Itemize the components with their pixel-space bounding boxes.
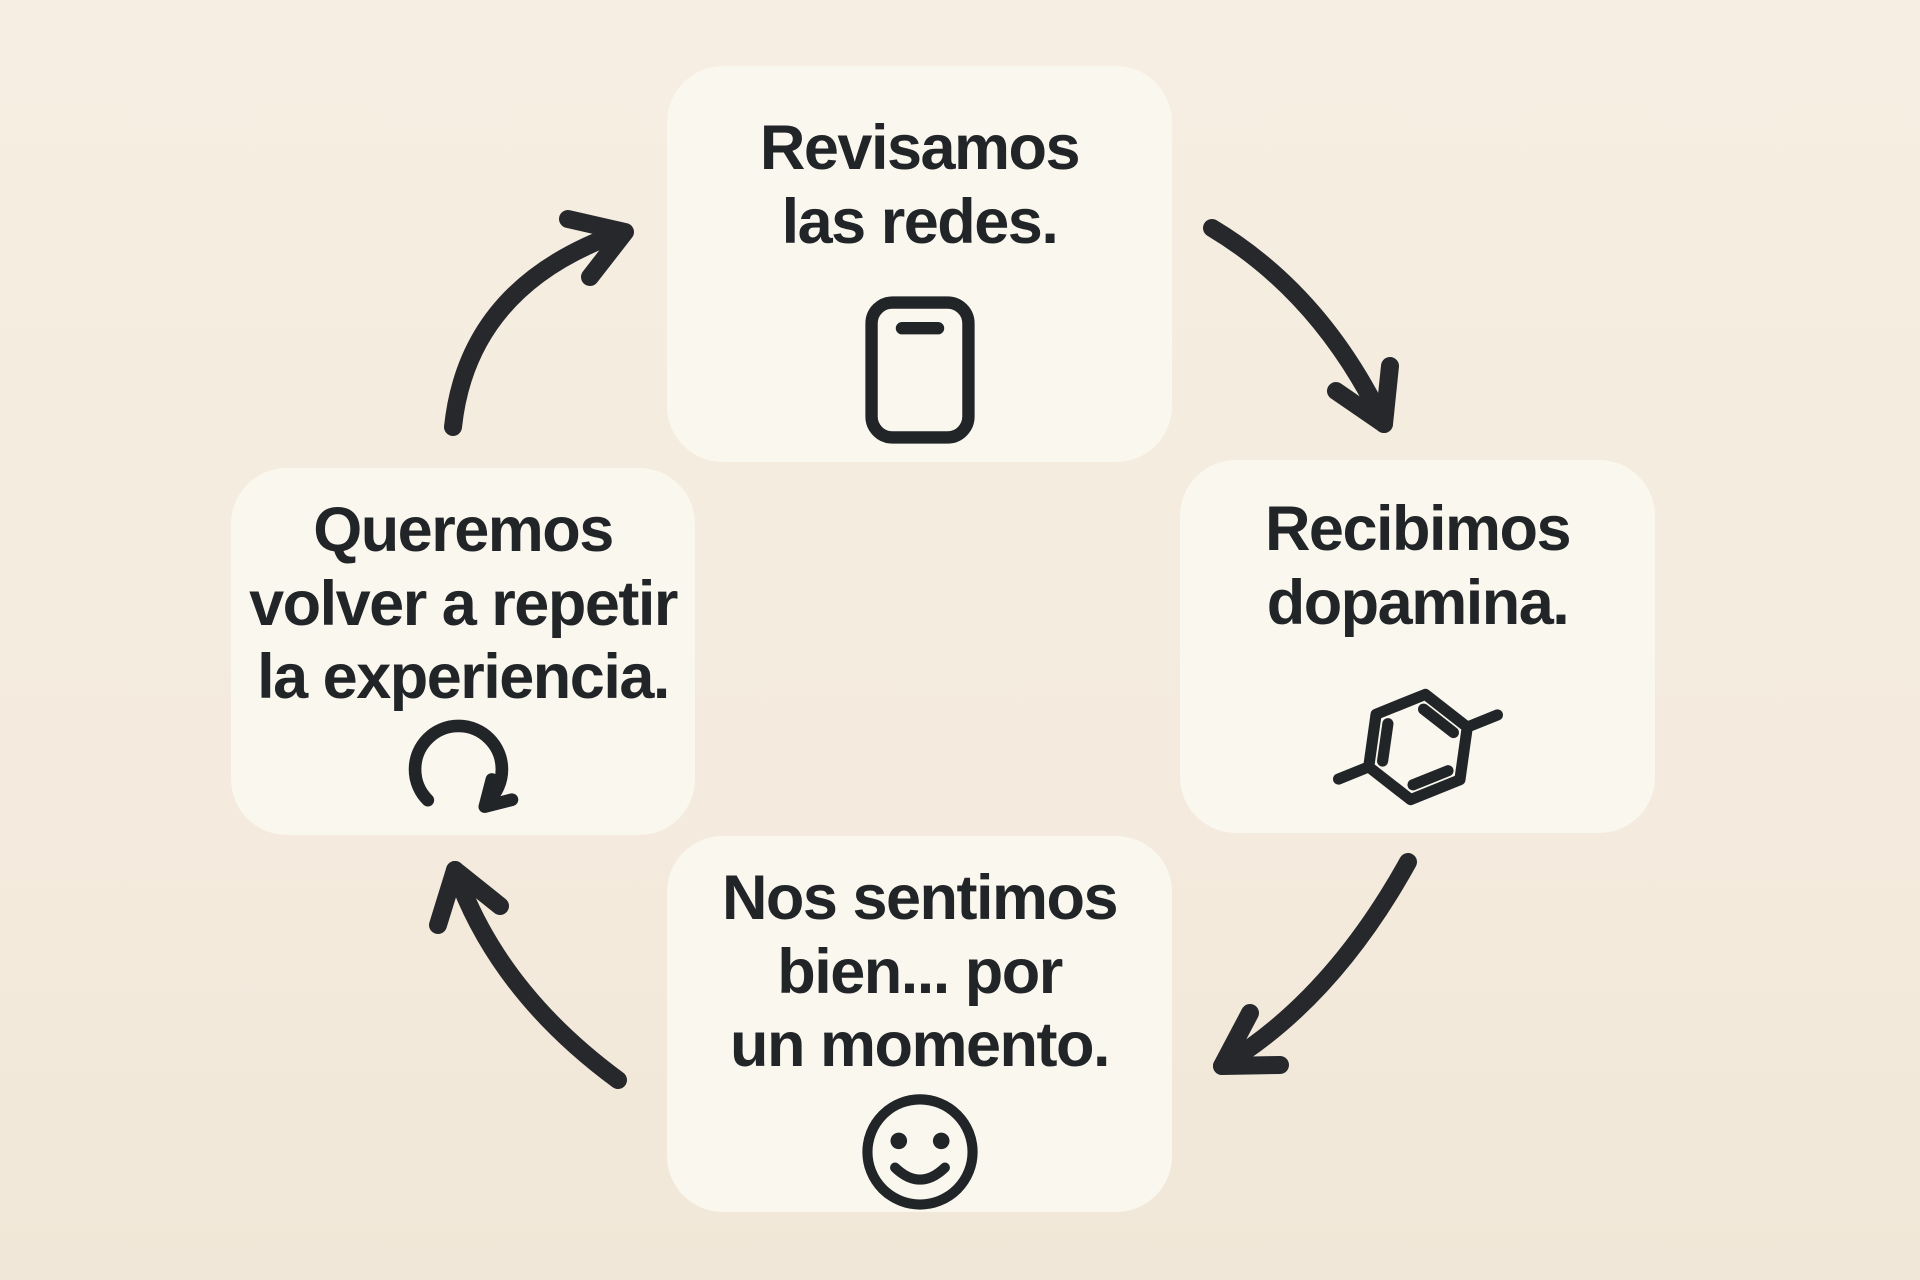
step-label: Revisamos las redes. — [759, 113, 1081, 257]
repeat-arrow-icon — [408, 719, 519, 814]
step-card-nos-sentimos-bien: Nos sentimos bien... por un momento. — [667, 836, 1172, 1212]
curved-arrow-top-to-right — [1203, 219, 1399, 433]
curved-arrow-right-to-bottom — [1213, 853, 1417, 1075]
smiley-face-icon — [861, 1094, 978, 1210]
smartphone-icon — [864, 296, 975, 445]
curved-arrow-left-to-top — [444, 210, 634, 436]
step-card-revisamos-las-redes: Revisamos las redes. — [667, 66, 1172, 462]
step-card-queremos-repetir: Queremos volver a repetir la experiencia… — [231, 468, 695, 835]
step-label: Queremos volver a repetir la experiencia… — [249, 495, 678, 713]
step-card-recibimos-dopamina: Recibimos dopamina. — [1180, 460, 1655, 833]
molecule-icon — [1332, 689, 1503, 806]
step-label: Nos sentimos bien... por un momento. — [721, 863, 1119, 1081]
curved-arrow-bottom-to-left — [429, 861, 627, 1089]
step-label: Recibimos dopamina. — [1264, 494, 1572, 638]
